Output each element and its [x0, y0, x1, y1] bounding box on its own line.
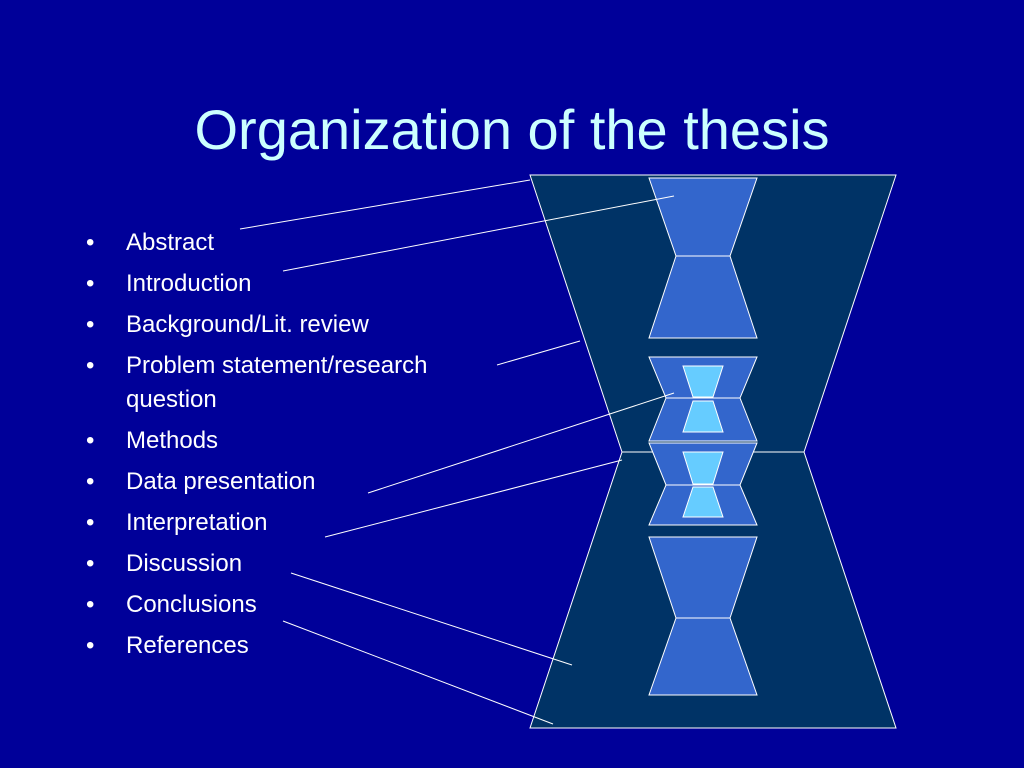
bullet-icon: • [86, 427, 95, 454]
bullet-icon: • [86, 352, 95, 379]
list-item-data-presentation: • Data presentation [86, 465, 506, 499]
connector-conclusions [282, 620, 554, 725]
list-item-label: Methods [126, 427, 219, 454]
top-hourglass-lower [648, 255, 758, 339]
list-item-label: Data presentation [126, 468, 316, 495]
list-item-label: Discussion [126, 550, 243, 577]
list-item-references: • References [86, 629, 506, 663]
list-item-discussion: • Discussion [86, 547, 506, 581]
connector-discussion [290, 572, 573, 666]
list-item-conclusions: • Conclusions [86, 588, 506, 622]
slide-title: Organization of the thesis [194, 98, 830, 161]
section-list: • Abstract • Introduction • Background/Lit.… [86, 226, 506, 670]
list-item-label: References [126, 632, 249, 659]
connector-abstract [239, 179, 531, 230]
list-item-background: • Background/Lit. review [86, 308, 506, 342]
list-item-abstract: • Abstract [86, 226, 506, 260]
bottom-hourglass-lower [648, 617, 758, 696]
list-item-label: Conclusions [126, 591, 257, 618]
bullet-icon: • [86, 468, 95, 495]
list-item-label: Abstract [126, 229, 215, 256]
bullet-icon: • [86, 270, 95, 297]
connector-problem-statement [496, 340, 581, 366]
list-item-label: Problem statement/research question [126, 352, 428, 413]
bullet-icon: • [86, 632, 95, 659]
bullet-icon: • [86, 550, 95, 577]
connector-introduction [282, 195, 675, 272]
small-hourglass-2-upper [682, 451, 724, 485]
bullet-icon: • [86, 509, 95, 536]
list-item-introduction: • Introduction [86, 267, 506, 301]
list-item-problem-statement: • Problem statement/research question [86, 349, 506, 417]
small-hourglass-2-lower [682, 486, 724, 518]
list-item-interpretation: • Interpretation [86, 506, 506, 540]
small-hourglass-1-upper [682, 365, 724, 398]
connector-data-presentation [367, 392, 675, 494]
list-item-label: Introduction [126, 270, 252, 297]
list-item-label: Interpretation [126, 509, 268, 536]
list-item-methods: • Methods [86, 424, 506, 458]
list-item-label: Background/Lit. review [126, 311, 369, 338]
small-hourglass-1-lower [682, 400, 724, 433]
bullet-icon: • [86, 591, 95, 618]
bullet-icon: • [86, 311, 95, 338]
connector-interpretation [324, 459, 623, 538]
bullet-icon: • [86, 229, 95, 256]
